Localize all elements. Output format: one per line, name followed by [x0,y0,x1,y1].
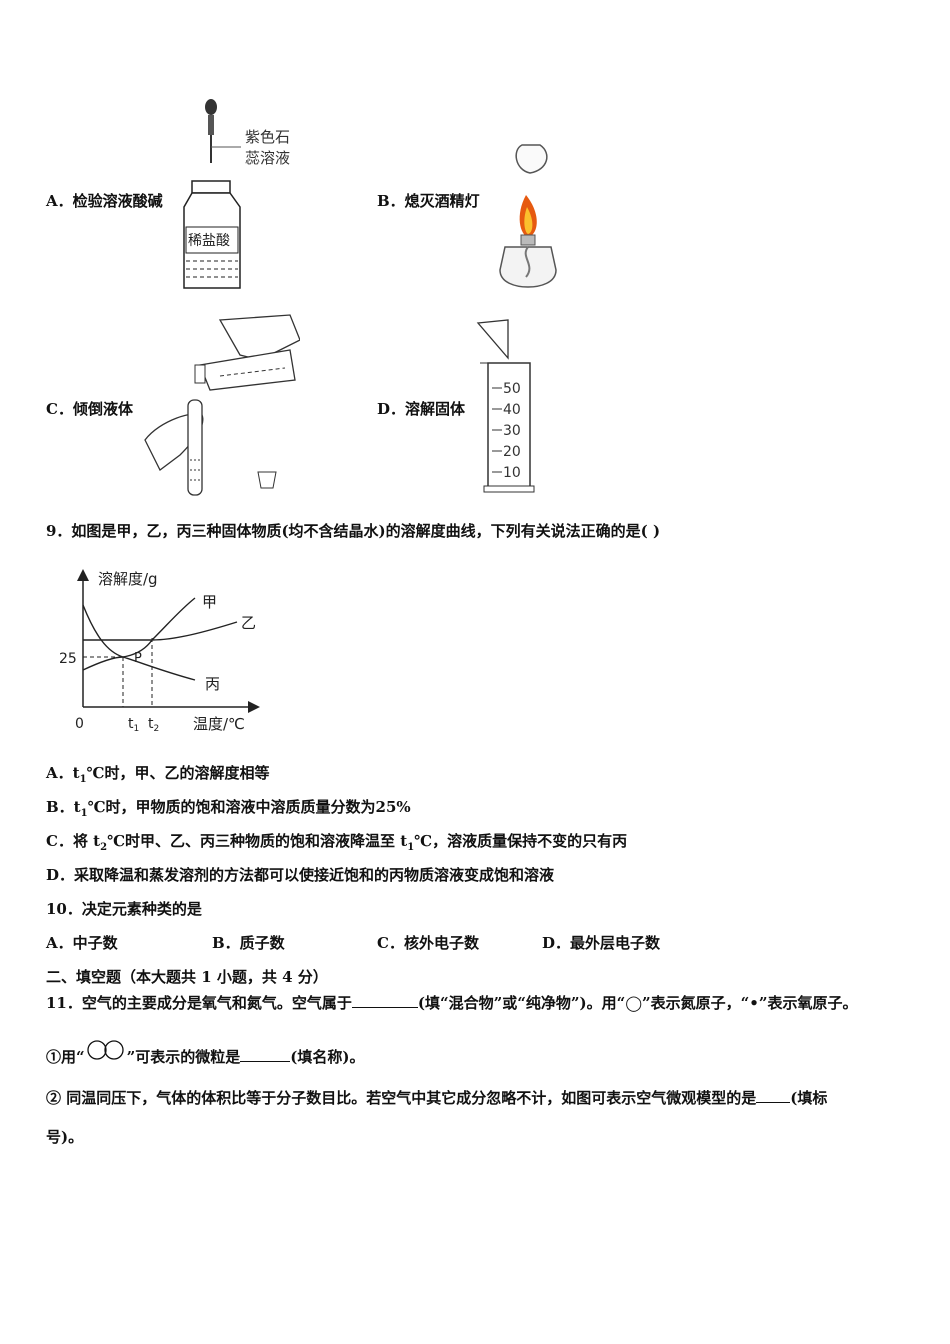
q9-option-c: C．将 t2℃时甲、乙、丙三种物质的饱和溶液降温至 t1℃，溶液质量保持不变的只… [46,832,628,853]
nitrogen-molecule-icon [86,1040,124,1060]
q10-option-a: A．中子数 [46,934,118,952]
q11-part1: ①用“”可表示的微粒是(填名称)。 [46,1040,364,1067]
label-yi: 乙 [241,614,256,632]
label-jia: 甲 [202,593,217,611]
curve-jia [82,597,196,671]
y-axis-label: 溶解度/g [98,570,158,588]
tick-30: 30 [503,423,521,439]
bottle-label: 稀盐酸 [188,233,230,249]
tick-50: 50 [503,381,521,397]
tick-40: 40 [503,402,521,418]
x-axis-label: 温度/℃ [193,715,245,733]
answer-blank-3[interactable] [756,1088,791,1103]
label-bing: 丙 [205,675,220,693]
figure-alcohol-lamp [499,144,557,288]
t1-label: t1 [128,716,139,734]
q10-stem: 10．决定元素种类的是 [46,900,202,918]
option-d-label: D．溶解固体 [377,400,466,418]
figure-acid-test: 紫色石 蕊溶液 稀盐酸 [183,99,290,289]
dropper-label-line2: 蕊溶液 [245,149,290,167]
solubility-graph: 溶解度/g 温度/℃ 0 25 t1 t2 P 甲 乙 丙 [59,569,260,734]
q10-option-c: C．核外电子数 [377,934,479,952]
dropper-label-line1: 紫色石 [245,128,290,146]
y-tick-25: 25 [59,651,77,667]
answer-blank-2[interactable] [240,1047,291,1062]
q9-stem: 9．如图是甲，乙，丙三种固体物质(均不含结晶水)的溶解度曲线，下列有关说法正确的… [46,522,661,540]
tick-20: 20 [503,444,521,460]
point-p: P [134,651,142,666]
q9-option-b: B．t1℃时，甲物质的饱和溶液中溶质质量分数为25% [46,798,411,819]
option-b-label: B．熄灭酒精灯 [377,192,480,210]
answer-blank-1[interactable] [351,993,418,1008]
q9-option-a: A．t1℃时，甲、乙的溶解度相等 [46,764,270,785]
q10-option-d: D．最外层电子数 [542,934,661,952]
origin-label: 0 [75,716,84,732]
figure-cylinder: 50 40 30 20 10 [476,319,535,493]
q11-stem: 11．空气的主要成分是氧气和氮气。空气属于(填“混合物”或“纯净物”)。用“◯”… [46,993,858,1012]
section-title: 二、填空题（本大题共 1 小题，共 4 分） [46,968,328,986]
q10-option-b: B．质子数 [212,934,285,952]
option-a-label: A．检验溶液酸碱 [46,192,163,210]
q11-part2-cont: 号)。 [46,1128,84,1146]
t2-label: t2 [148,716,159,734]
curve-bing [82,604,196,681]
q11-part2: ② 同温同压下，气体的体积比等于分子数目比。若空气中其它成分忽略不计，如图可表示… [46,1088,828,1107]
cylinder-ticks: 50 40 30 20 10 [492,381,521,481]
figure-pouring [144,314,300,496]
option-c-label: C．倾倒液体 [46,400,133,418]
curve-yi [83,621,238,641]
tick-10: 10 [503,465,521,481]
q9-option-d: D．采取降温和蒸发溶剂的方法都可以使接近饱和的丙物质溶液变成饱和溶液 [46,866,555,884]
